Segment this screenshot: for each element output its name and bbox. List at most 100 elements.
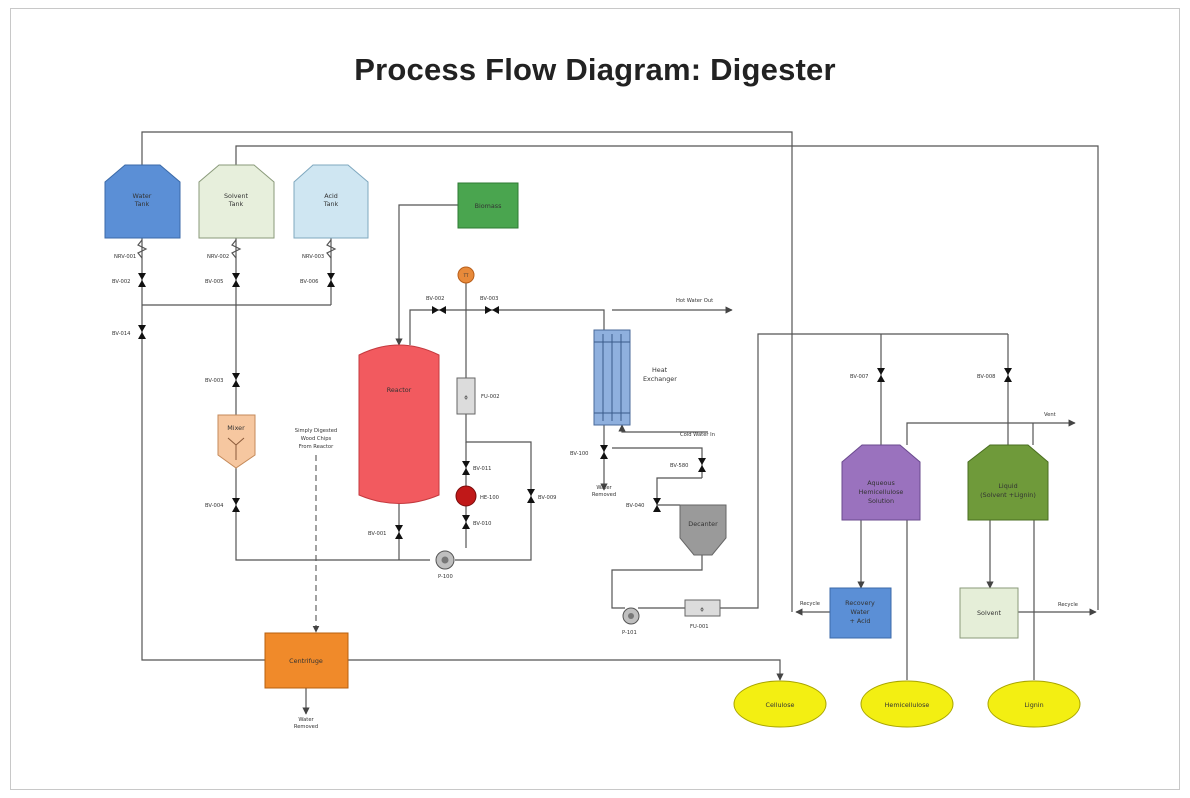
valve-hemi-icon: [877, 368, 885, 382]
pump-p-101-label: P-101: [622, 630, 637, 636]
hemi-solution-label-3: Solution: [868, 497, 894, 505]
decanter-bottom-line: [611, 555, 703, 609]
valve-heater-out-label: BV-010: [473, 521, 491, 527]
hx-to-decanter-line: [612, 447, 703, 478]
recovery-label-3: + Acid: [850, 617, 871, 625]
biomass-hopper: Biomass: [457, 182, 519, 229]
water-recycle-line: [141, 131, 793, 612]
valve-mixer-in-icon: [232, 373, 240, 387]
valve-lignin-label: BV-008: [977, 374, 995, 380]
lignin-solution-label-2: (Solvent +Lignin): [980, 491, 1036, 499]
wood-chips-label-1: Simply Digested: [295, 428, 337, 434]
valve-solvent-icon: [232, 273, 240, 287]
recycle-right-label: Recycle: [1058, 602, 1078, 608]
valve-acid-icon: [327, 273, 335, 287]
heater-label: HE-100: [480, 495, 499, 501]
valve-decanter-in-icon: [653, 498, 661, 512]
valve-heater-in-icon: [462, 461, 470, 475]
filter-fu-002-icon: ϕ: [464, 395, 468, 401]
recovery-tank: Recovery Water + Acid: [829, 587, 892, 639]
valve-water-icon: [138, 273, 146, 287]
pump-p-100-label: P-100: [438, 574, 453, 580]
vent-label: Vent: [1044, 412, 1056, 418]
heater-he-100: HE-100: [455, 485, 499, 507]
filter-fu-001-icon: ϕ: [700, 607, 704, 613]
valve-hx-out-icon: [600, 445, 608, 459]
valve-acid-label: BV-006: [300, 279, 318, 285]
valve-solvent-label: BV-005: [205, 279, 223, 285]
lignin-product: Lignin: [987, 680, 1081, 728]
nrv-acid-label: NRV-003: [302, 254, 324, 260]
centrifuge-water-removed-label-1: Water: [298, 717, 314, 723]
recirculation-line: [455, 400, 532, 561]
filter-fu-002-label: FU-002: [481, 394, 500, 400]
hemicellulose-solution-tank: Aqueous Hemicellulose Solution: [841, 444, 921, 521]
vent-line: [906, 419, 1076, 445]
acid-tank-label-1: Acid: [324, 192, 338, 200]
recovery-label-1: Recovery: [845, 599, 875, 607]
biomass-label: Biomass: [475, 202, 503, 210]
nrv-water-label: NRV-001: [114, 254, 136, 260]
decanter: Decanter: [679, 504, 727, 556]
reactor-vapour-line: [409, 309, 605, 345]
solvent-tank: Solvent Tank: [198, 164, 275, 239]
mixer-label: Mixer: [227, 424, 245, 432]
centrifuge-to-cellulose-line: [348, 659, 784, 681]
valve-water-bypass-icon: [138, 325, 146, 339]
nrv-water-icon: [137, 239, 148, 259]
reactor-label: Reactor: [387, 386, 412, 394]
non-return-valves: NRV-001 NRV-002 NRV-003: [114, 239, 337, 260]
hemi-solution-label-1: Aqueous: [867, 479, 895, 487]
valve-loop-icon: [527, 489, 535, 503]
water-bypass-line: [141, 305, 265, 661]
stream-labels: Hot Water Out Cold Water In Water Remove…: [294, 298, 1078, 730]
lignin-label: Lignin: [1024, 701, 1043, 709]
valve-reactor-drain-label: BV-001: [368, 531, 386, 537]
solvent-recovery-tank: Solvent: [959, 587, 1019, 639]
valve-heater-in-label: BV-011: [473, 466, 491, 472]
centrifuge: Centrifuge: [264, 632, 349, 689]
valve-reactor-drain-icon: [395, 525, 403, 539]
temp-indicator: TT: [457, 266, 475, 284]
filter-fu-002: ϕ FU-002: [456, 377, 500, 415]
hemi-solution-label-2: Hemicellulose: [859, 488, 904, 496]
valve-decanter-top-icon: [698, 458, 706, 472]
temp-indicator-label: TT: [463, 273, 469, 278]
cellulose-label: Cellulose: [766, 701, 795, 709]
heat-exchanger-label-2: Exchanger: [643, 375, 677, 383]
water-tank-label-1: Water: [133, 192, 152, 200]
valve-water-label: BV-002: [112, 279, 130, 285]
valve-mixer-out-icon: [232, 498, 240, 512]
heat-exchanger-label-1: Heat: [652, 366, 668, 374]
valve-decanter-top-label: BV-580: [670, 463, 688, 469]
solvent-tank-label-2: Tank: [228, 200, 244, 208]
decanter-label: Decanter: [688, 520, 718, 528]
wood-chips-label-3: From Reactor: [299, 444, 334, 450]
page-title: Process Flow Diagram: Digester: [354, 52, 836, 87]
lignin-solution-label-1: Liquid: [998, 482, 1017, 490]
acid-tank: Acid Tank: [293, 164, 369, 239]
hx-water-removed-label-2: Removed: [592, 492, 616, 498]
valve-hemi-label: BV-007: [850, 374, 868, 380]
water-tank-label-2: Tank: [134, 200, 150, 208]
biomass-feed-line: [395, 204, 458, 346]
valve-lignin-icon: [1004, 368, 1012, 382]
lignin-solution-tank: Liquid (Solvent +Lignin): [967, 444, 1049, 521]
filter-fu-001-label: FU-001: [690, 624, 709, 630]
recovery-label-2: Water: [851, 608, 870, 616]
centrifuge-label: Centrifuge: [289, 657, 323, 665]
solvent-tank-label-1: Solvent: [224, 192, 249, 200]
valve-water-bypass-label: BV-014: [112, 331, 131, 337]
valve-mixer-out-label: BV-004: [205, 503, 224, 509]
hemicellulose-product: Hemicellulose: [860, 680, 954, 728]
reactor-vessel: Reactor: [358, 344, 440, 504]
filter-fu-001: ϕ FU-001: [684, 599, 721, 630]
acid-tank-label-2: Tank: [323, 200, 339, 208]
valve-gas-2-icon: [485, 306, 499, 314]
solvent-recycle-line: [235, 145, 1099, 610]
wood-chips-label-2: Wood Chips: [301, 436, 332, 442]
valve-mixer-in-label: BV-003: [205, 378, 223, 384]
pump-p-101: P-101: [622, 607, 640, 636]
cellulose-product: Cellulose: [733, 680, 827, 728]
